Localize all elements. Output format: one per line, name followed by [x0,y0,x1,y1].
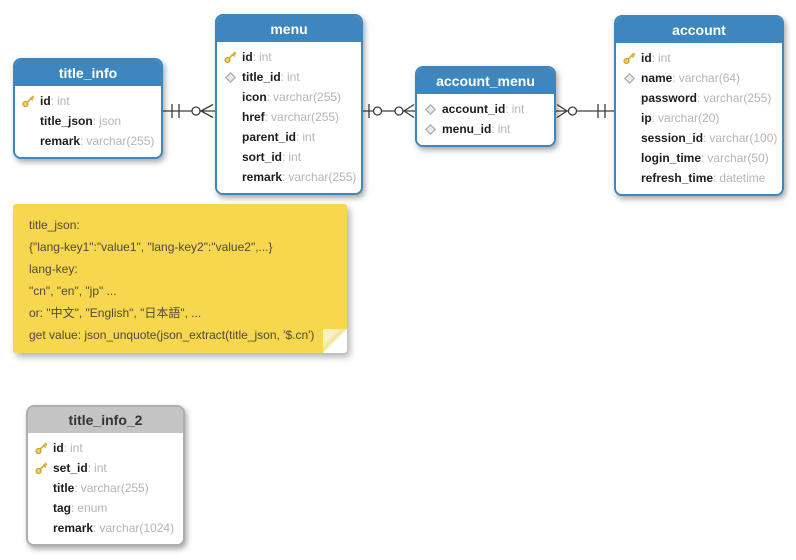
field-row[interactable]: parent_id:int [217,127,361,147]
table-title_info-fields: id:int title_json:json remark:varchar(25… [15,86,161,157]
table-menu-fields: id:int title_id:int icon:varchar(255) hr… [217,42,361,193]
note-line: get value: json_unquote(json_extract(tit… [29,328,315,342]
note-folded-corner [323,329,347,353]
diamond-icon [424,123,438,136]
table-title_info[interactable]: title_info id:int title_json:json remark… [13,58,163,159]
no-icon [623,172,637,185]
no-icon [22,115,36,128]
connector-account_menu-account[interactable] [556,103,614,119]
field-row[interactable]: id:int [217,47,361,67]
field-row[interactable]: id:int [15,91,161,111]
table-menu-header: menu [217,16,361,42]
no-icon [22,135,36,148]
field-row[interactable]: remark:varchar(255) [15,131,161,151]
key-icon [22,95,36,108]
key-icon [623,52,637,65]
note-line: lang-key: [29,262,78,276]
diamond-icon [224,71,238,84]
no-icon [224,131,238,144]
diamond-icon [623,72,637,85]
field-row[interactable]: session_id:varchar(100) [616,128,782,148]
field-row[interactable]: title_id:int [217,67,361,87]
table-account_menu-header: account_menu [417,68,554,94]
no-icon [623,132,637,145]
table-title_info_2[interactable]: title_info_2 id:int set_id:int title:var… [26,405,185,546]
field-row[interactable]: menu_id:int [417,119,554,139]
no-icon [623,112,637,125]
no-icon [35,482,49,495]
field-row[interactable]: remark:varchar(255) [217,167,361,187]
no-icon [224,91,238,104]
note-line: or: "中文", "English", "日本語", ... [29,306,202,320]
sticky-note[interactable]: title_json: {"lang-key1":"value1", "lang… [13,204,347,353]
table-account-header: account [616,17,782,43]
field-row[interactable]: id:int [616,48,782,68]
field-row[interactable]: id:int [28,438,183,458]
no-icon [224,171,238,184]
no-icon [224,111,238,124]
field-row[interactable]: sort_id:int [217,147,361,167]
field-row[interactable]: title_json:json [15,111,161,131]
table-account-fields: id:int name:varchar(64) password:varchar… [616,43,782,194]
connector-title_info-menu[interactable] [162,103,215,119]
table-account[interactable]: account id:int name:varchar(64) password… [614,15,784,196]
table-account_menu-fields: account_id:int menu_id:int [417,94,554,145]
field-row[interactable]: login_time:varchar(50) [616,148,782,168]
key-icon [35,462,49,475]
field-row[interactable]: account_id:int [417,99,554,119]
table-title_info_2-fields: id:int set_id:int title:varchar(255) tag… [28,433,183,544]
key-icon [224,51,238,64]
field-row[interactable]: tag:enum [28,498,183,518]
no-icon [35,522,49,535]
field-row[interactable]: password:varchar(255) [616,88,782,108]
table-title_info-header: title_info [15,60,161,86]
field-row[interactable]: title:varchar(255) [28,478,183,498]
field-row[interactable]: href:varchar(255) [217,107,361,127]
note-line: {"lang-key1":"value1", "lang-key2":"valu… [29,240,273,254]
table-account_menu[interactable]: account_menu account_id:int menu_id:int [415,66,556,147]
key-icon [35,442,49,455]
field-row[interactable]: name:varchar(64) [616,68,782,88]
field-row[interactable]: refresh_time:datetime [616,168,782,188]
connector-menu-account_menu[interactable] [363,103,415,119]
no-icon [224,151,238,164]
field-row[interactable]: icon:varchar(255) [217,87,361,107]
table-menu[interactable]: menu id:int title_id:int icon:varchar(25… [215,14,363,195]
field-row[interactable]: remark:varchar(1024) [28,518,183,538]
table-title_info_2-header: title_info_2 [28,407,183,433]
no-icon [623,152,637,165]
diamond-icon [424,103,438,116]
no-icon [623,92,637,105]
note-line: "cn", "en", "jp" ... [29,284,117,298]
field-row[interactable]: set_id:int [28,458,183,478]
no-icon [35,502,49,515]
field-row[interactable]: ip:varchar(20) [616,108,782,128]
note-line: title_json: [29,218,80,232]
